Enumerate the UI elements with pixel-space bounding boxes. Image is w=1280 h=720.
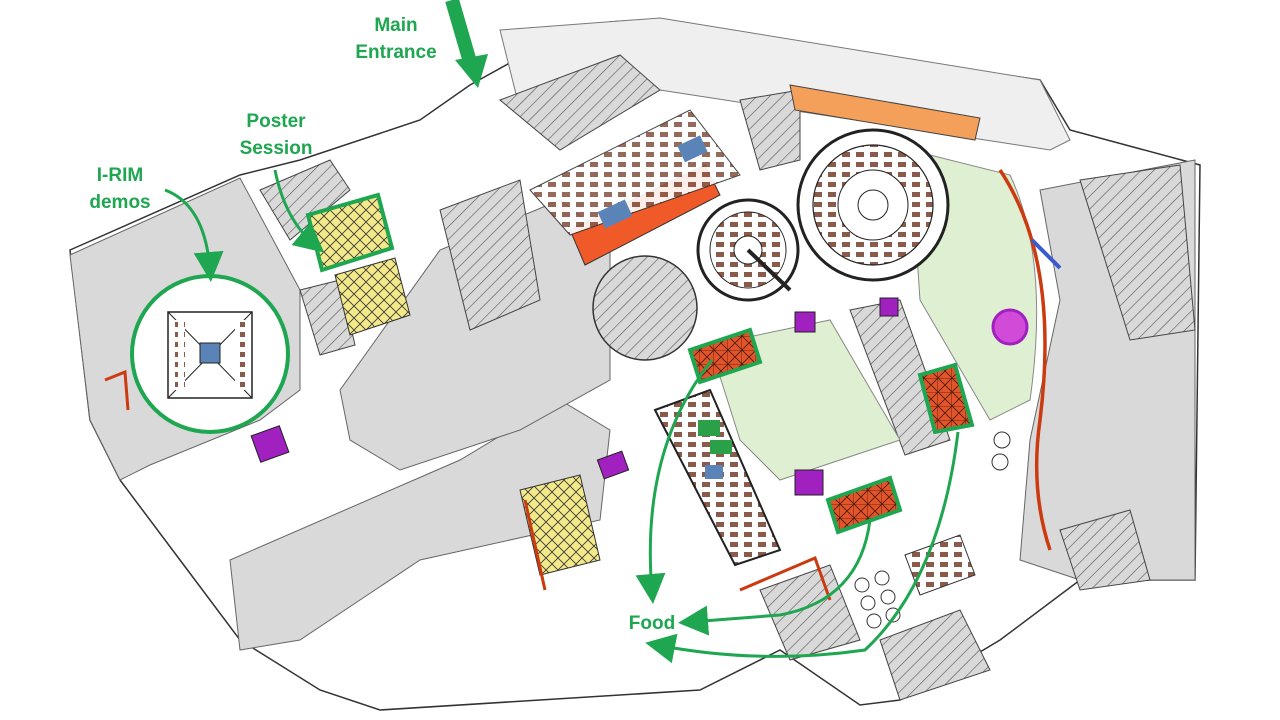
purple-booth-3 <box>794 469 824 496</box>
red-wall-southeast <box>739 555 832 601</box>
arrow-poster-session <box>273 169 325 253</box>
hatched-building-9 <box>739 89 801 171</box>
hatched-building-8 <box>1079 164 1196 341</box>
blue-stand-2 <box>677 135 708 163</box>
hatched-building-7 <box>1059 509 1151 591</box>
hatched-building-2 <box>499 54 661 151</box>
purple-booth-1 <box>794 311 816 333</box>
east-red-wall <box>998 169 1052 551</box>
poster-session-label: Poster Session <box>239 111 313 159</box>
purple-booth-4 <box>250 425 290 463</box>
poster-tile-2 <box>334 257 411 336</box>
arrow-food-1 <box>635 359 714 604</box>
arrow-food-3 <box>678 519 872 636</box>
hatched-round-building <box>592 255 698 361</box>
irim-demos-label: I-RIM demos <box>89 165 151 213</box>
main-entrance-label: Main Entrance <box>355 15 437 63</box>
red-wall-west <box>104 369 130 411</box>
hatched-building-3 <box>439 179 541 331</box>
arrow-main-entrance <box>445 0 477 64</box>
hatched-building-10 <box>879 609 991 701</box>
hatched-building-6 <box>759 564 861 661</box>
orange-strip-north <box>789 84 981 141</box>
grey-block-south <box>229 399 611 651</box>
red-wall-south <box>523 499 547 591</box>
purple-booth-2 <box>879 297 899 317</box>
poster-tile-3 <box>519 474 601 576</box>
food-label: Food <box>628 613 676 634</box>
food-area-2 <box>917 362 975 435</box>
food-area-1 <box>687 327 763 385</box>
purple-round-booth <box>991 308 1029 346</box>
round-tables <box>854 431 1011 629</box>
hatched-building-1 <box>259 159 351 241</box>
food-area-3 <box>825 475 903 535</box>
purple-booth-5 <box>596 450 630 480</box>
arrow-food-2 <box>645 431 960 664</box>
blue-stand <box>597 199 633 229</box>
arrow-irim-demos <box>164 188 224 282</box>
